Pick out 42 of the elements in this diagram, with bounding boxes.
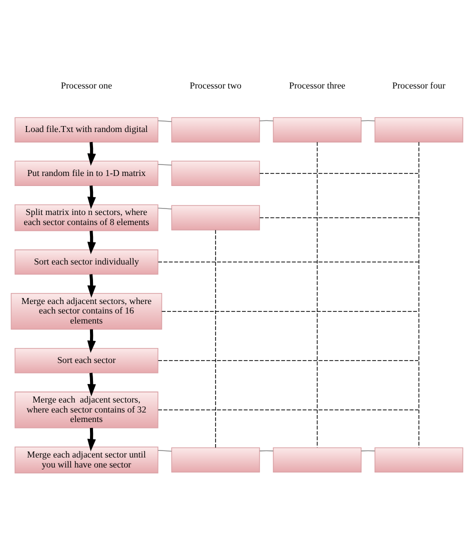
connector: [158, 208, 172, 210]
connector: [158, 120, 172, 122]
arrow: [87, 142, 96, 166]
connector: [158, 164, 172, 166]
node-box: [272, 117, 362, 142]
node-box: [374, 447, 464, 473]
node-box: Merge each adjacent sectors, where each sector contains of 32 elements: [14, 392, 158, 428]
node-box: [171, 160, 260, 186]
node-box: Merge each adjacent sectors, where each sector contains of 16 elements: [10, 292, 162, 330]
node-box: Split matrix into n sectors, where each sector contains of 8 elements: [14, 204, 158, 232]
node-box: [171, 447, 260, 473]
node-box: Put random file in to 1-D matrix: [14, 160, 158, 186]
node-box: Load file.Txt with random digital: [14, 117, 158, 142]
arrow: [87, 274, 96, 298]
connector: [259, 450, 274, 452]
connector: [360, 450, 376, 452]
label: Processor one: [60, 80, 112, 91]
connector: [316, 142, 318, 448]
node-box: [171, 117, 260, 142]
connector: [418, 142, 420, 448]
node-box: [272, 447, 362, 473]
node-box: Merge each adjacent sector until you will have one sector: [14, 446, 158, 474]
arrow: [87, 372, 96, 396]
node-box: [171, 205, 260, 230]
connector: [360, 120, 376, 122]
arrow: [87, 230, 96, 254]
connector: [161, 310, 419, 312]
arrow: [87, 329, 96, 353]
label: Processor three: [289, 80, 346, 91]
connector: [259, 173, 419, 174]
connector: [158, 360, 419, 361]
label: Processor two: [190, 80, 242, 91]
arrow: [87, 185, 96, 210]
node-box: Sort each sector: [14, 348, 158, 374]
node-box: [374, 117, 464, 142]
node-box: Sort each sector individually: [14, 249, 158, 275]
label: Processor four: [392, 80, 446, 91]
connector: [259, 120, 274, 122]
arrow: [87, 428, 96, 452]
connector: [215, 230, 216, 448]
connector: [158, 450, 172, 452]
connector: [259, 217, 419, 218]
